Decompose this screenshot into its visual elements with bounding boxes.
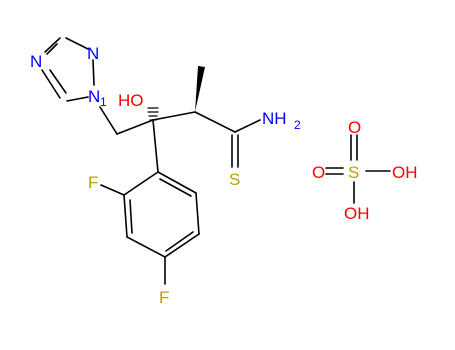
bond-c3-n4-double — [49, 69, 67, 94]
bond-c5-n4 — [44, 37, 61, 53]
bond-c5-n4-double — [46, 43, 58, 55]
bond-ar-inner-3 — [159, 178, 192, 197]
atom-amide-n-subscript: 2 — [294, 118, 301, 132]
hashed-wedge-oh — [147, 107, 159, 121]
bond-ar4-ar5 — [164, 233, 200, 258]
bond-n2-n1 — [92, 59, 95, 86]
atom-f-para: F — [159, 288, 169, 307]
atom-f-ortho: F — [88, 173, 98, 192]
atom-sulfate-oh-bottom: OH — [344, 204, 370, 223]
difluorophenyl-ring — [100, 171, 200, 285]
atom-sulfate-oh-right: OH — [392, 163, 418, 182]
atom-triazole-n2: N — [87, 44, 99, 63]
bond-ar2-f — [100, 184, 125, 196]
bond-ar1-ar2 — [123, 171, 159, 196]
bond-c2-c1 — [194, 111, 236, 133]
bond-ch2-c3 — [116, 119, 154, 135]
atom-sulfate-o-top: O — [348, 118, 361, 137]
bond-n1-c3 — [66, 96, 89, 102]
sulfuric-acid — [325, 134, 391, 204]
bond-n1-ch2 — [99, 106, 118, 135]
atom-amide-n: NH — [262, 109, 287, 128]
main-chain — [99, 66, 261, 173]
bond-c5-n2 — [65, 37, 89, 50]
atom-sulfate-o-left: O — [312, 163, 325, 182]
atom-n1-locant: 1 — [100, 95, 107, 109]
bond-c3-c2 — [152, 111, 196, 121]
atom-hydroxyl: HO — [118, 91, 144, 110]
atom-labels: N N N 1 HO NH 2 S F F O O S OH OH — [30, 44, 418, 307]
atom-triazole-n1: N — [88, 87, 100, 106]
triazole-ring — [41, 37, 95, 102]
bond-c3-aryl — [152, 119, 159, 173]
bond-ar2-ar3 — [123, 194, 128, 238]
bond-ar-inner-1 — [129, 199, 133, 234]
atom-sulfate-s: S — [348, 163, 359, 182]
bond-ar3-ar4 — [126, 236, 166, 258]
atom-triazole-n4: N — [30, 52, 42, 71]
bond-ar6-ar1 — [157, 171, 197, 194]
bond-ar5-ar6 — [195, 192, 200, 235]
atom-thioamide-s: S — [229, 170, 240, 189]
bond-c1-n — [234, 119, 261, 133]
bond-ar-inner-2 — [165, 231, 194, 252]
bond-c3-n4 — [41, 69, 61, 99]
wedge-methyl — [195, 66, 205, 112]
